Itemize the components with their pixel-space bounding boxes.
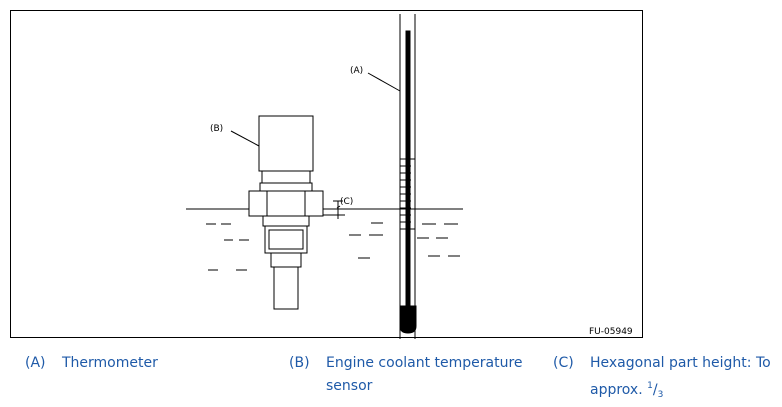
sensor-probe (273, 266, 299, 310)
legend-text-b: Engine coolant temperature sensor (326, 355, 523, 394)
callout-label-b: (B) (210, 124, 223, 134)
legend-text-c-prefix: Hexagonal part height: To approx. (590, 355, 771, 398)
legend-key-a: (A) (25, 355, 46, 371)
diagram-drawing: (A) (B) (C) FU-05949 (186, 14, 633, 339)
sensor-connector (258, 115, 314, 172)
fraction-denominator: 3 (657, 390, 664, 400)
sensor-thread (262, 215, 310, 227)
figure-legend: (A) Thermometer (B) Engine coolant tempe… (0, 352, 782, 406)
legend-key-c: (C) (553, 355, 574, 371)
fraction-separator: / (652, 382, 658, 398)
legend-text-c: Hexagonal part height: To approx. 1/3 (590, 352, 780, 407)
leader-line-a (367, 72, 401, 92)
fraction-numerator: 1 (647, 381, 653, 391)
hex-height-indicator (323, 200, 345, 219)
legend-text-a: Thermometer (62, 355, 158, 371)
figure-id-label: FU-05949 (589, 327, 633, 337)
callout-label-c: (C) (340, 197, 353, 207)
sensor-hex (248, 190, 324, 217)
thermometer-bulb (399, 305, 417, 334)
legend-key-b: (B) (289, 355, 310, 371)
callout-label-a: (A) (350, 66, 363, 76)
thermometer (399, 14, 417, 339)
thermometer-scale-ticks (400, 158, 415, 230)
figure-frame: (A) (B) (C) FU-05949 (10, 10, 643, 339)
thermometer-mercury-column (405, 30, 411, 312)
sensor-ring (259, 182, 313, 192)
coolant-sensor (248, 115, 324, 310)
leader-line-b (230, 130, 260, 147)
sensor-stem (270, 252, 302, 268)
liquid-dashes (206, 222, 460, 271)
sensor-body-upper (261, 170, 311, 184)
